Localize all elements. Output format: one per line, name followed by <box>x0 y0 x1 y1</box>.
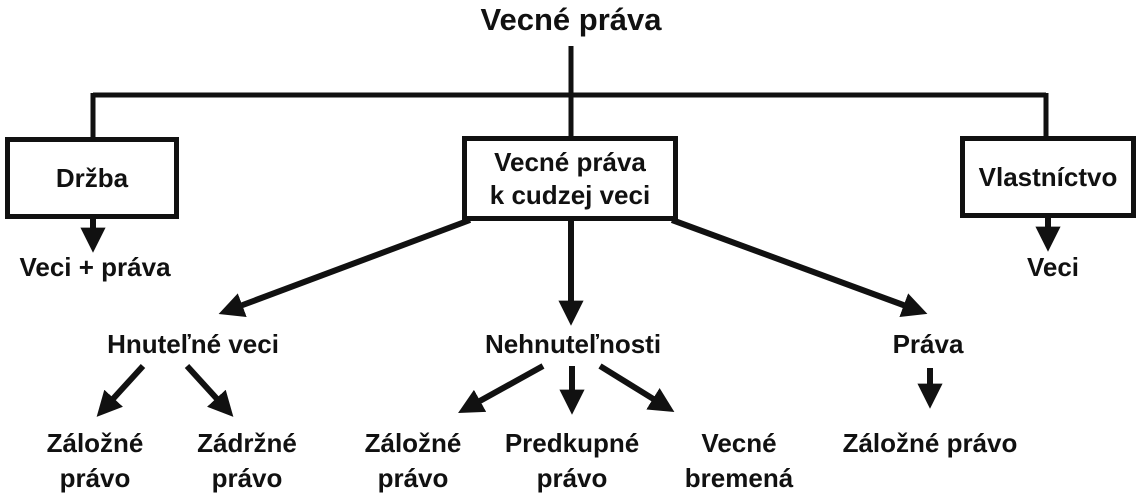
leaf-zadrzne-pravo: Zádržné právo <box>197 428 297 494</box>
arrow-center-to-prava <box>670 217 928 317</box>
arrow-nehnutelnosti-to-vecne-bremena <box>598 363 675 412</box>
node-prava: Práva <box>892 329 964 359</box>
node-veci: Veci <box>1026 252 1080 282</box>
arrow-hnutelne-to-zalozne <box>96 363 146 417</box>
node-drzba-label: Držba <box>55 162 129 193</box>
leaf-zalozne-pravo-prava: Záložné právo <box>842 428 1018 458</box>
node-nehnutelnosti: Nehnuteľnosti <box>484 329 662 359</box>
leaf-predkupne-pravo: Predkupné právo <box>504 428 640 494</box>
arrow-nehnutelnosti-to-zalozne <box>458 363 545 414</box>
leaf-zalozne-pravo-hnutelne: Záložné právo <box>46 428 144 494</box>
node-veci-plus-prava: Veci + práva <box>19 252 171 282</box>
node-hnutelne-veci: Hnuteľné veci <box>107 329 279 359</box>
node-vecne-prava-k-cudzej-veci-label: Vecné práva k cudzej veci <box>489 147 651 210</box>
node-title: Vecné práva <box>480 2 662 37</box>
node-vecne-prava-k-cudzej-veci-box: Vecné práva k cudzej veci <box>462 136 678 221</box>
arrow-center-to-hnutelne-veci <box>218 217 472 317</box>
leaf-vecne-bremena: Vecné bremená <box>684 428 794 494</box>
arrow-hnutelne-to-zadrzne <box>184 363 234 417</box>
node-drzba-box: Držba <box>5 137 179 219</box>
leaf-zalozne-pravo-nehnutelnosti: Záložné právo <box>364 428 462 494</box>
node-vlastnictvo-label: Vlastníctvo <box>978 161 1118 192</box>
node-vlastnictvo-box: Vlastníctvo <box>960 136 1136 218</box>
